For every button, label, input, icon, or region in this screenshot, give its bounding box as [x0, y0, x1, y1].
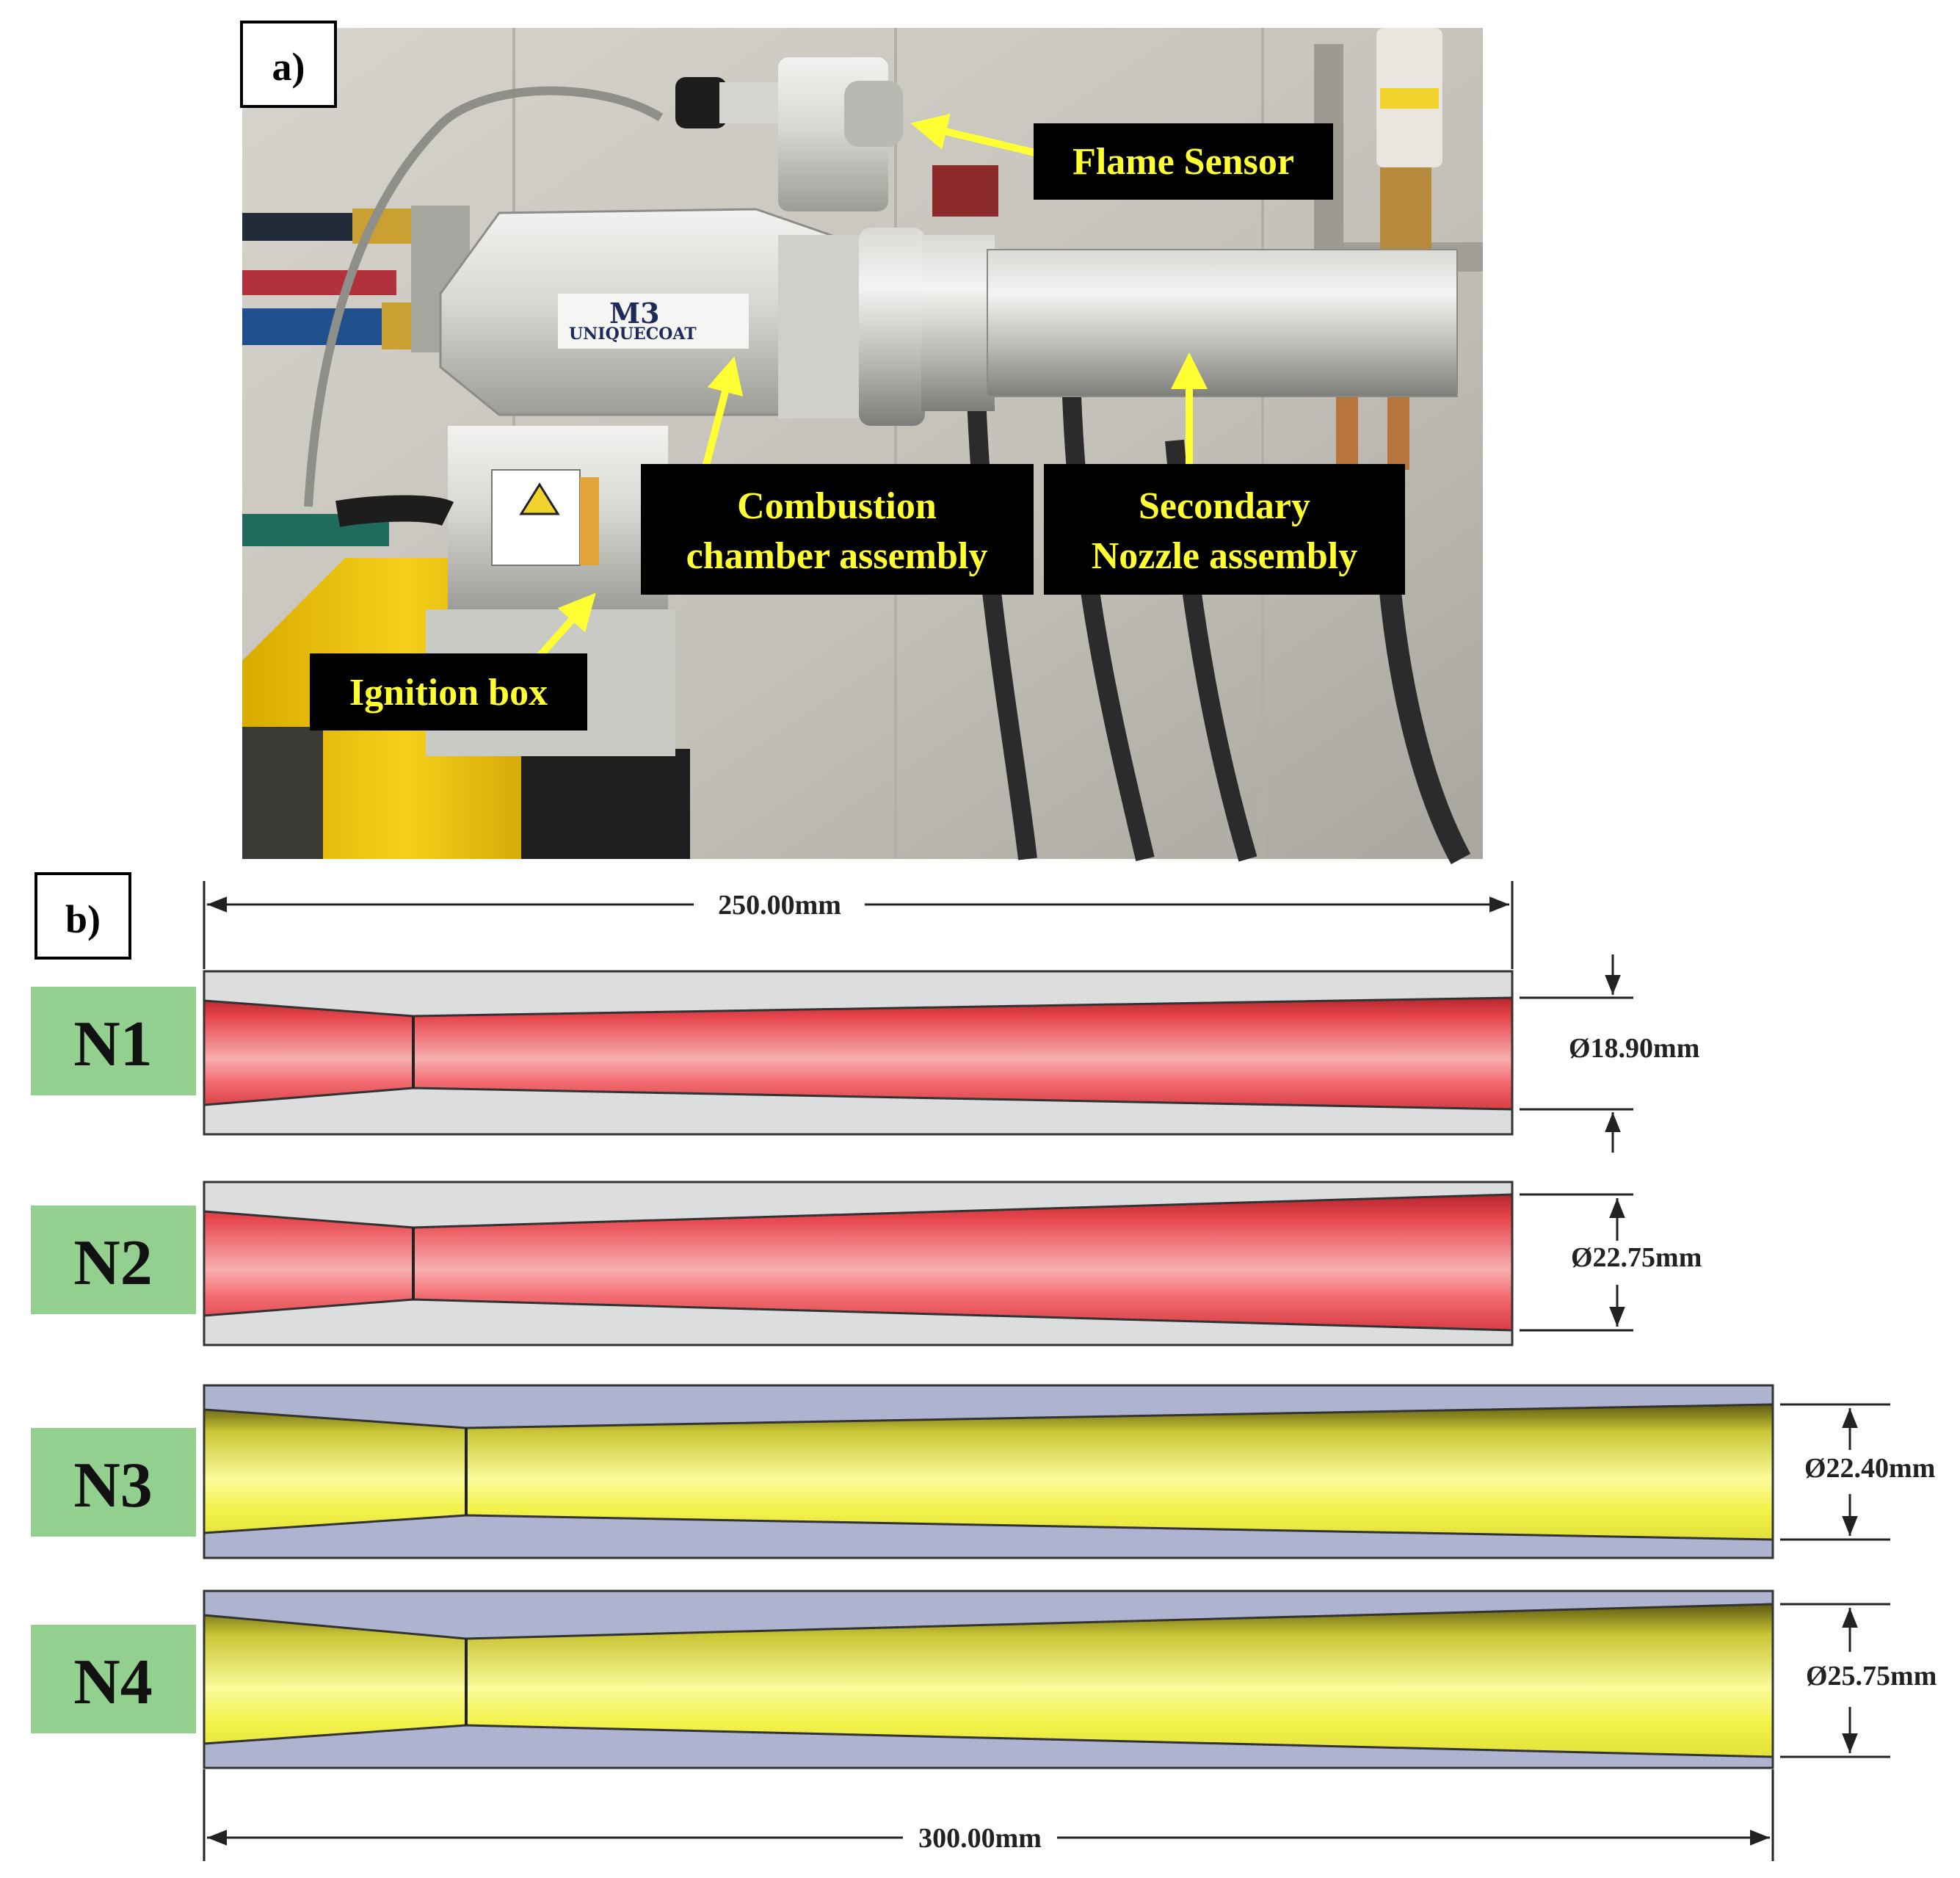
- nozzle-n1-diameter: Ø18.90mm: [1569, 1033, 1699, 1064]
- callout-combustion-line1: Combustion: [737, 485, 937, 527]
- nozzle-n4-diameter: Ø25.75mm: [1806, 1661, 1937, 1692]
- callout-flame-sensor-text: Flame Sensor: [1072, 141, 1294, 183]
- callout-flame-sensor: Flame Sensor: [910, 113, 1333, 200]
- callout-combustion-line2: chamber assembly: [686, 535, 988, 577]
- bottom-length-label: 300.00mm: [918, 1823, 1042, 1854]
- nozzle-n2-diameter: Ø22.75mm: [1571, 1242, 1702, 1273]
- nozzle-n3-diameter: Ø22.40mm: [1804, 1453, 1935, 1484]
- panel-b-label-text: b): [65, 897, 101, 941]
- top-length-label: 250.00mm: [718, 890, 841, 921]
- callout-ignition-box: Ignition box: [310, 592, 596, 730]
- top-length-dimension: 250.00mm: [203, 881, 1514, 969]
- nozzle-n4-tag: N4: [73, 1647, 153, 1718]
- callout-combustion-chamber: Combustion chamber assembly: [641, 356, 1034, 595]
- panel-a-label-text: a): [272, 45, 305, 89]
- callout-secondary-line1: Secondary: [1139, 485, 1310, 527]
- nozzle-n1: N1 Ø18.90mm: [31, 954, 1699, 1153]
- panel-a-label: a): [240, 21, 337, 108]
- nozzle-n4: N4 Ø25.75mm: [31, 1589, 1937, 1769]
- callout-secondary-line2: Nozzle assembly: [1092, 535, 1357, 577]
- nozzle-n3: N3 Ø22.40mm: [31, 1384, 1935, 1559]
- nozzle-n2-tag: N2: [73, 1228, 153, 1299]
- bottom-length-dimension: 300.00mm: [203, 1769, 1774, 1861]
- callout-secondary-nozzle: Secondary Nozzle assembly: [1044, 352, 1405, 595]
- nozzle-n3-tag: N3: [73, 1450, 153, 1521]
- panel-b-label: b): [35, 872, 131, 960]
- callout-ignition-box-text: Ignition box: [349, 672, 548, 714]
- nozzle-n2: N2 Ø22.75mm: [31, 1181, 1702, 1346]
- gun-badge-brand: UNIQUECOAT: [569, 325, 697, 344]
- gun-badge-m3: M3: [609, 297, 660, 330]
- nozzle-n1-tag: N1: [73, 1009, 153, 1080]
